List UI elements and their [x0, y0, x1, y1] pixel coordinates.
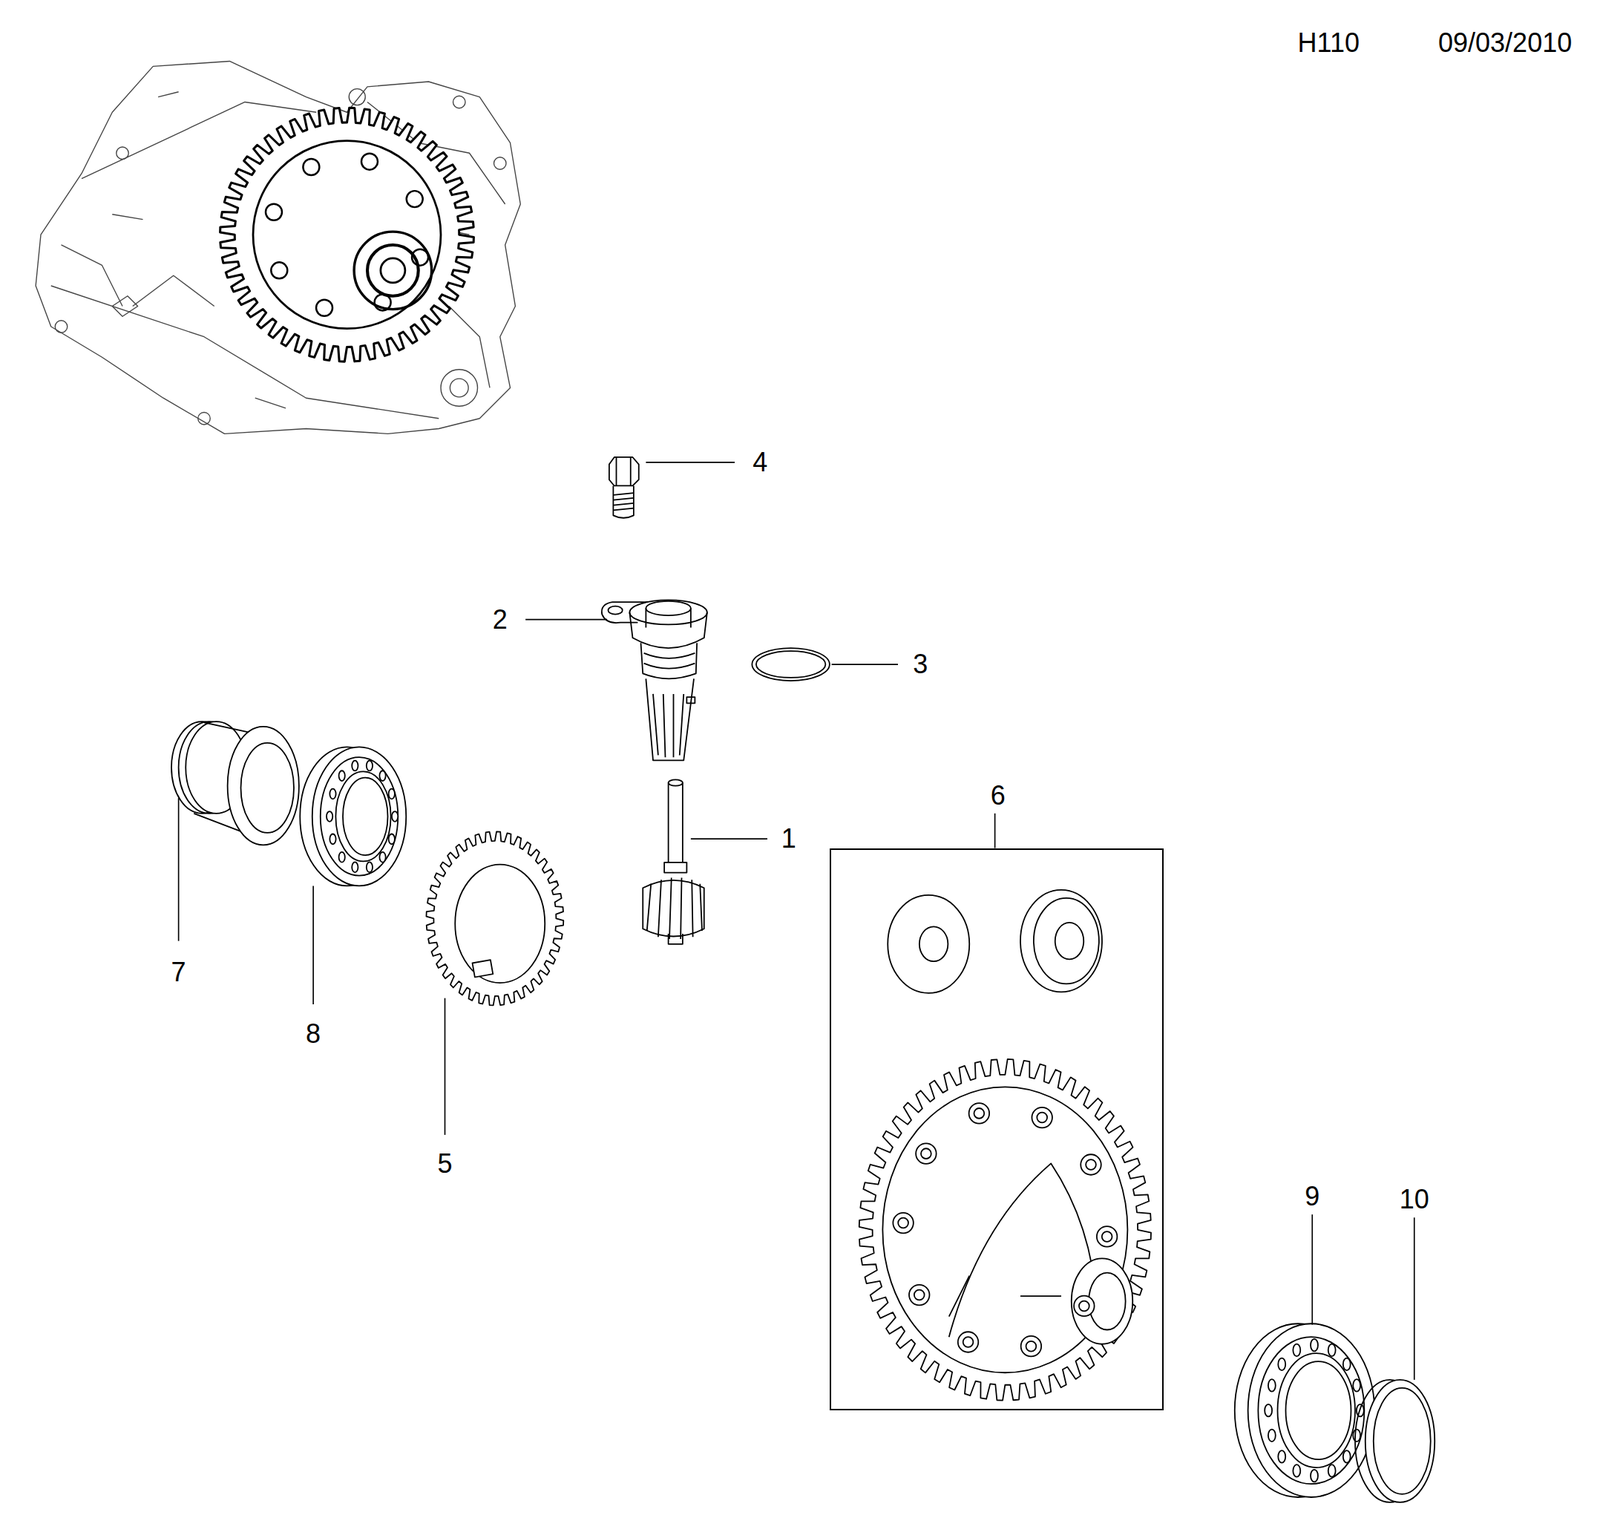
speedometer-drive-gear: [425, 831, 564, 1005]
callout-number: 8: [305, 1020, 321, 1048]
speedometer-drive: [601, 599, 708, 760]
roller-bearing: [1234, 1323, 1375, 1497]
callout-number: 10: [1399, 1185, 1430, 1213]
roller-bearing: [299, 746, 406, 886]
differential-parts: [859, 889, 1152, 1401]
sleeve: [171, 721, 300, 845]
callout-number: 6: [990, 782, 1006, 809]
bearing-race: [1355, 1379, 1435, 1503]
driven-gear-shaft: [642, 779, 705, 944]
bolt: [609, 457, 639, 518]
sheet-info: H110: [1297, 29, 1360, 57]
assembly-box: 6: [829, 848, 1164, 1411]
callout-number: 7: [171, 958, 187, 986]
o-ring: [751, 647, 830, 681]
callout-number: 2: [492, 606, 508, 634]
callout-number: 3: [912, 650, 928, 678]
callout-number: 1: [781, 825, 797, 852]
transmission-housing: [35, 60, 521, 434]
callout-number: 5: [437, 1150, 452, 1177]
callout-number: 4: [752, 448, 768, 476]
sheet-info: 09/03/2010: [1438, 29, 1572, 57]
callout-number: 9: [1304, 1182, 1320, 1210]
leader-line: [178, 462, 1415, 1380]
